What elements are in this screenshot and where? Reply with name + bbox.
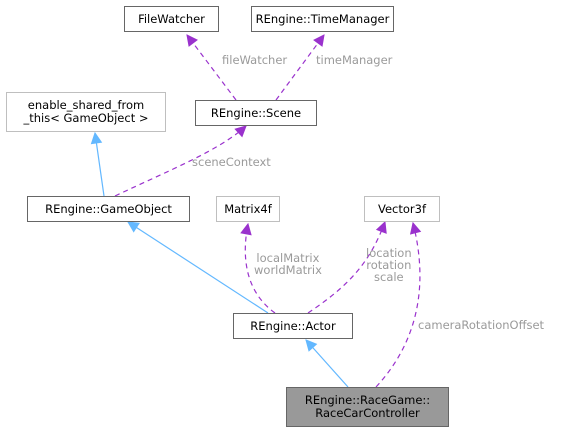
edge-scene-filewatcher [187,35,237,101]
edge-actor-gameobject [128,222,269,314]
node-gameobject[interactable]: REngine::GameObject [27,196,190,222]
edge-gameobject-scene [114,126,246,197]
node-racecar-line2: RaceCarController [315,406,420,420]
node-actor-label: REngine::Actor [250,318,336,333]
node-matrix4f[interactable]: Matrix4f [216,196,280,222]
label-scenecontext: sceneContext [192,155,271,169]
edge-scene-timemanager [275,35,324,101]
label-rotation: rotation [366,258,412,272]
label-location: location [366,246,412,260]
node-enable-shared-line2: _this< GameObject > [23,111,149,125]
node-vector3f[interactable]: Vector3f [364,196,440,222]
label-filewatcher: fileWatcher [222,53,288,67]
node-filewatcher[interactable]: FileWatcher [124,6,219,32]
edge-racecar-actor [306,340,349,388]
node-timemanager[interactable]: REngine::TimeManager [251,6,394,32]
label-matrices: localMatrix worldMatrix [254,252,322,276]
label-worldmatrix: worldMatrix [254,263,322,277]
edge-gameobject-enableshared [95,133,105,197]
node-matrix4f-label: Matrix4f [224,201,272,216]
node-vector3f-label: Vector3f [377,201,426,216]
node-actor[interactable]: REngine::Actor [233,313,353,339]
node-timemanager-label: REngine::TimeManager [255,11,390,26]
node-racecarcontroller[interactable]: REngine::RaceGame:: RaceCarController [286,387,449,427]
node-racecar-line1: REngine::RaceGame:: [304,393,431,407]
label-camerarotationoffset: cameraRotationOffset [418,318,545,332]
node-filewatcher-label: FileWatcher [138,11,205,26]
node-enable-shared-line1: enable_shared_from [27,98,145,112]
label-scale: scale [374,270,404,284]
edge-actor-vector3f [307,222,385,314]
edge-racecar-vector3f [375,223,420,388]
label-localmatrix: localMatrix [256,251,320,265]
node-scene-label: REngine::Scene [210,105,302,120]
node-enable-shared-from-this[interactable]: enable_shared_from _this< GameObject > [6,92,166,132]
label-timemanager: timeManager [316,53,393,67]
node-gameobject-label: REngine::GameObject [45,201,172,216]
edge-actor-matrix4f [245,224,276,314]
node-scene[interactable]: REngine::Scene [195,100,317,126]
label-vectors: location rotation scale [366,247,412,283]
